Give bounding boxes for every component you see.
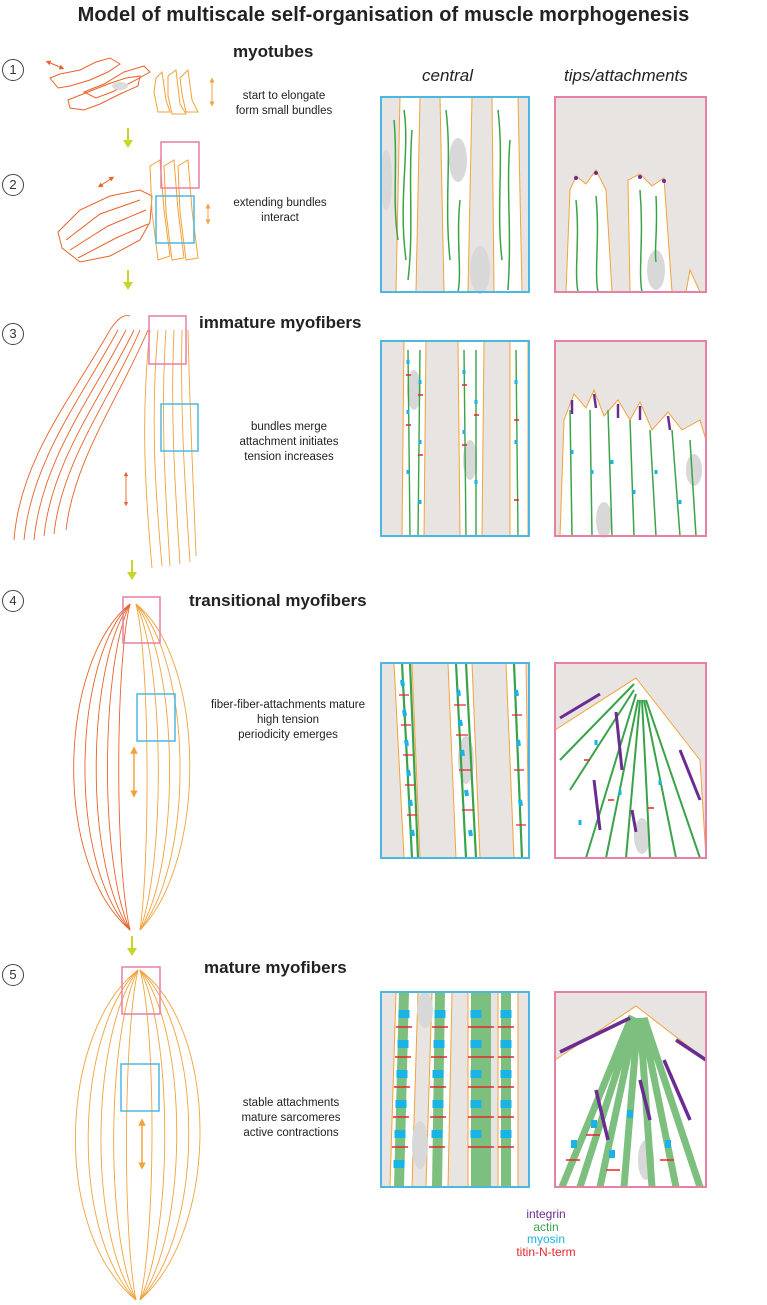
desc-line: periodicity emerges: [238, 729, 338, 741]
desc-line: extending bundles: [233, 197, 327, 209]
stage-number-3: 3: [2, 323, 24, 345]
figure-title: Model of multiscale self-organisation of…: [77, 4, 690, 26]
central-panel-stage5: [380, 991, 530, 1188]
stage-description-2: extending bundles interact: [210, 196, 350, 226]
column-header-central: central: [422, 66, 474, 85]
desc-line: stable attachments: [242, 1097, 340, 1109]
stage4-fibers: [73, 596, 191, 931]
stage-description-3: bundles merge attachment initiates tensi…: [214, 420, 364, 465]
legend-item-titin: titin-N-term: [516, 1244, 576, 1259]
stage-transition-arrows: [123, 128, 137, 956]
stage-description-1: start to elongate form small bundles: [214, 89, 354, 119]
stage-title-3: immature myofibers: [199, 313, 362, 332]
desc-line: active contractions: [243, 1127, 339, 1139]
stage-number-2: 2: [2, 174, 24, 196]
tips-panel-stage3: [554, 340, 707, 538]
desc-line: attachment initiates: [239, 436, 339, 448]
tips-panel-stage5: [554, 991, 707, 1189]
stage2-bundles: [57, 141, 211, 263]
stage-number-5: 5: [2, 964, 24, 986]
desc-line: mature sarcomeres: [241, 1112, 341, 1124]
stage5-fibers: [74, 966, 201, 1301]
desc-line: fiber-fiber-attachments mature: [210, 699, 366, 711]
desc-line: bundles merge: [250, 421, 328, 433]
tips-panel-stage2: [554, 96, 707, 293]
desc-line: form small bundles: [235, 105, 333, 117]
desc-line: start to elongate: [242, 90, 326, 102]
legend-item-integrin: integrin: [526, 1207, 566, 1221]
stage-description-4: fiber-fiber-attachments mature high tens…: [196, 698, 380, 743]
stage3-fibers: [13, 315, 199, 569]
central-panel-stage4: [380, 662, 530, 859]
stage-description-5: stable attachments mature sarcomeres act…: [216, 1096, 366, 1141]
legend-item-myosin: myosin: [526, 1232, 565, 1246]
stage-number-4: 4: [2, 590, 24, 612]
desc-line: interact: [261, 212, 299, 224]
desc-line: tension increases: [244, 451, 334, 463]
legend-item-actin: actin: [533, 1219, 559, 1234]
desc-line: high tension: [256, 714, 320, 726]
legend: integrin actin myosin titin-N-term: [496, 1208, 596, 1258]
stage-number-1: 1: [2, 59, 24, 81]
stage-title-5: mature myofibers: [204, 958, 347, 977]
central-panel-stage2: [380, 96, 530, 294]
central-panel-stage3: [380, 340, 530, 537]
tips-panel-stage4: [554, 662, 707, 859]
stage-title-1: myotubes: [233, 42, 314, 61]
column-header-tips: tips/attachments: [564, 66, 688, 85]
stage-title-4: transitional myofibers: [189, 591, 367, 610]
stage1-myotubes: [45, 57, 215, 115]
